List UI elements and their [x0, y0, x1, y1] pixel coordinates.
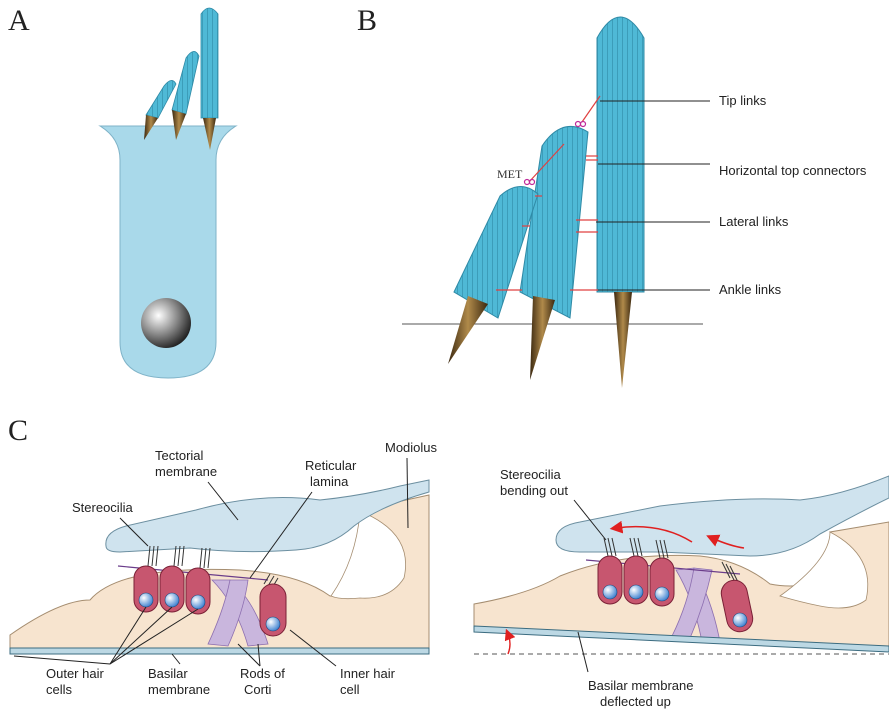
- middle-stereocilium-root: [530, 296, 555, 380]
- horizontal-top-connectors-label: Horizontal top connectors: [719, 163, 867, 178]
- tip-links-label: Tip links: [719, 93, 767, 108]
- outer-hair-cells-label-1: Outer hair: [46, 666, 104, 681]
- short-stereocilium-root: [448, 296, 488, 364]
- reticular-label-2: lamina: [310, 474, 349, 489]
- stereocilium-tall: [201, 8, 218, 118]
- basilar-label-2: membrane: [148, 682, 210, 697]
- bending-label-2: bending out: [500, 483, 568, 498]
- panel-a-letter: A: [8, 4, 30, 37]
- basilar-membrane: [10, 648, 429, 654]
- panel-b: B MET: [357, 4, 867, 388]
- inner-hair-cell-label-2: cell: [340, 682, 360, 697]
- panel-c: C: [8, 414, 889, 709]
- deflection-arrow: [508, 634, 510, 654]
- outer-hair-cells-label-2: cells: [46, 682, 73, 697]
- deflected-label-1: Basilar membrane: [588, 678, 694, 693]
- lateral-links-label: Lateral links: [719, 214, 789, 229]
- met-label: MET: [497, 167, 523, 181]
- rods-label-1: Rods of: [240, 666, 285, 681]
- ankle-links-label: Ankle links: [719, 282, 782, 297]
- reticular-label-1: Reticular: [305, 458, 357, 473]
- outer-hair-cells: [134, 566, 210, 614]
- tectorial-label-2: membrane: [155, 464, 217, 479]
- deflected-label-2: deflected up: [600, 694, 671, 709]
- tall-stereocilium: [597, 17, 644, 292]
- nucleus: [141, 298, 191, 348]
- bending-label-1: Stereocilia: [500, 467, 561, 482]
- panel-c-letter: C: [8, 414, 28, 447]
- outer-hair-cells: [598, 556, 674, 606]
- tall-stereocilium-root: [614, 292, 632, 388]
- organ-of-corti-deflected: [474, 476, 889, 654]
- rods-label-2: Corti: [244, 682, 272, 697]
- panel-b-letter: B: [357, 4, 377, 37]
- modiolus-label: Modiolus: [385, 440, 438, 455]
- tectorial-label-1: Tectorial: [155, 448, 204, 463]
- short-stereocilium: [454, 186, 538, 318]
- inner-hair-cell-label-1: Inner hair: [340, 666, 396, 681]
- panel-a: A: [8, 4, 236, 378]
- stereocilium-short: [146, 80, 176, 118]
- stereocilia-label: Stereocilia: [72, 500, 133, 515]
- stereocilium-middle: [172, 51, 199, 114]
- basilar-label-1: Basilar: [148, 666, 188, 681]
